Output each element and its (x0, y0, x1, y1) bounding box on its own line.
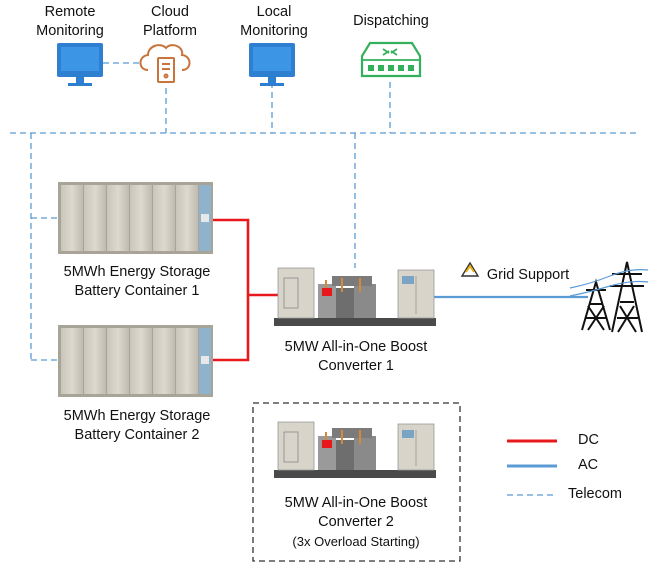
dispatching-label: Dispatching (353, 13, 429, 29)
cloud-server-icon (139, 44, 191, 83)
dc-lines (212, 218, 278, 362)
transmission-tower-icon (581, 261, 644, 333)
grid-support-label: Grid Support (486, 267, 570, 283)
converter-1-label: 5MW All-in-One Boost Converter 1 (284, 339, 428, 374)
local-monitoring-label: Local Monitoring (240, 4, 308, 39)
converter-2-image (274, 421, 436, 478)
power-lines (569, 269, 649, 297)
remote-monitoring-label: Remote Monitoring (36, 4, 104, 39)
recycle-icon (460, 261, 480, 277)
telecom-lines (10, 62, 640, 361)
remote-monitor-icon (57, 43, 103, 86)
legend-ac-label: AC (578, 457, 599, 473)
converter-2-label: 5MW All-in-One Boost Converter 2 (3x Ove… (284, 495, 428, 549)
legend-dc-label: DC (578, 432, 599, 448)
local-monitor-icon (249, 43, 295, 86)
legend-telecom-label: Telecom (568, 486, 622, 502)
cloud-platform-label: Cloud Platform (143, 4, 197, 39)
battery-container-1-image (58, 182, 213, 254)
converter-2-dashed-box (252, 402, 461, 562)
battery-container-1-label: 5MWh Energy Storage Battery Container 1 (63, 264, 211, 299)
dispatching-switch-icon (360, 41, 422, 78)
battery-container-2-label: 5MWh Energy Storage Battery Container 2 (63, 408, 211, 443)
converter-1-image (274, 267, 436, 326)
battery-container-2-image (58, 325, 213, 397)
